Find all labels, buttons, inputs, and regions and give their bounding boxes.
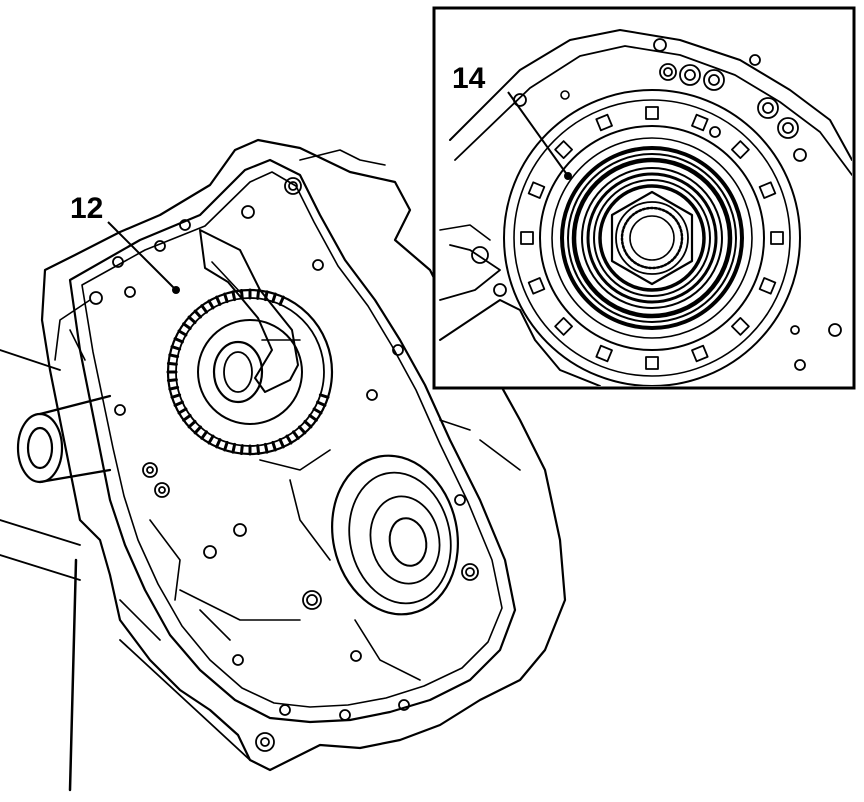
inset-bolts (653, 38, 842, 371)
output-bearing (331, 454, 459, 616)
transmission-housing (0, 138, 567, 792)
callout-14-label: 14 (452, 62, 486, 95)
shaft-stub (16, 394, 112, 484)
callout-14: 14 (452, 62, 572, 180)
flange-bolts (89, 177, 479, 752)
cover-flange (68, 158, 517, 724)
inset-panel: 14 (432, 6, 856, 390)
ring-gear (166, 288, 334, 456)
housing-outline (40, 138, 567, 772)
bearing-assembly (503, 89, 801, 386)
callout-12-label: 12 (70, 192, 103, 225)
callout-12: 12 (70, 192, 180, 294)
gear-bracket (199, 229, 299, 393)
